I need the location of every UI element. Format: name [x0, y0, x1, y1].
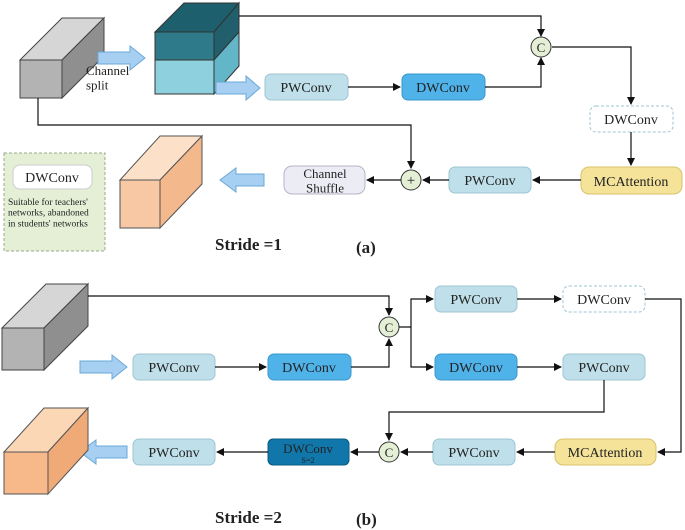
mcattention-b: MCAttention: [554, 438, 657, 466]
connectors-b: [88, 295, 682, 456]
dwconv-top-a: DWConv: [401, 73, 486, 101]
mcattention-a: MCAttention: [580, 166, 683, 195]
pwconv-upper-b: PWConv: [434, 285, 518, 313]
concat-node-1-b: C: [378, 316, 400, 338]
legend-note: DWConv Suitable for teachers'networks, a…: [3, 152, 106, 252]
dwconv-upper-dashed-b: DWConv: [562, 285, 646, 313]
svg-text:DWConv: DWConv: [282, 361, 336, 376]
svg-text:PWConv: PWConv: [148, 446, 199, 461]
stride-label-b: Stride =2: [215, 508, 282, 527]
svg-text:DWConv: DWConv: [449, 361, 503, 376]
output-feature-map-a: [118, 134, 204, 230]
input-feature-map-a: [18, 16, 106, 100]
output-feature-map-b: [2, 406, 90, 496]
output-arrow-b: [79, 439, 128, 465]
pwconv-return-b: PWConv: [432, 438, 516, 466]
svg-text:PWConv: PWConv: [148, 361, 199, 376]
svg-text:DWConv: DWConv: [577, 293, 631, 308]
legend-dwconv: DWConv: [25, 171, 79, 186]
svg-text:S=2: S=2: [302, 456, 315, 465]
panel-label-b: (b): [356, 510, 377, 529]
svg-text:+: +: [407, 173, 415, 189]
svg-text:DWConv: DWConv: [283, 441, 333, 456]
svg-text:C: C: [537, 40, 546, 55]
dwconv-lower-b: DWConv: [434, 353, 518, 381]
concat-node-a: C: [530, 36, 552, 58]
panel-label-a: (a): [356, 238, 376, 257]
svg-text:C: C: [385, 445, 394, 460]
input-arrow-b: [79, 353, 128, 381]
pwconv-return-a: PWConv: [448, 166, 532, 194]
svg-text:MCAttention: MCAttention: [594, 175, 669, 190]
svg-text:DWConv: DWConv: [416, 81, 470, 96]
channel-split-arrow: [97, 44, 146, 72]
panel-b: PWConv DWConv C PWConv DWConv DWConv PWC…: [0, 282, 682, 529]
dwconv-dashed-a: DWConv: [589, 105, 674, 133]
svg-text:DWConv: DWConv: [604, 113, 658, 128]
svg-text:PWConv: PWConv: [448, 446, 499, 461]
input-feature-map-b: [0, 282, 90, 372]
svg-text:C: C: [385, 320, 394, 335]
split-feature-map: [153, 1, 241, 96]
svg-text:PWConv: PWConv: [578, 361, 629, 376]
dwconv-s2-b: DWConv S=2: [267, 438, 350, 466]
input-arrow-a: [215, 74, 261, 102]
connectors-a: [37, 15, 635, 184]
output-arrow-a: [219, 167, 265, 193]
legend-note-text: Suitable for teachers'networks, abandone…: [8, 197, 89, 229]
pwconv-1-b: PWConv: [132, 353, 216, 381]
add-node-a: +: [400, 169, 422, 191]
svg-text:PWConv: PWConv: [464, 174, 515, 189]
svg-text:PWConv: PWConv: [280, 81, 331, 96]
pwconv-top-a: PWConv: [264, 73, 349, 101]
svg-text:MCAttention: MCAttention: [568, 446, 643, 461]
dwconv-1-b: DWConv: [267, 353, 352, 381]
pwconv-lower-b: PWConv: [562, 353, 646, 381]
concat-node-2-b: C: [378, 441, 400, 463]
svg-text:PWConv: PWConv: [450, 293, 501, 308]
pwconv-out-b: PWConv: [132, 438, 216, 466]
stride-label-a: Stride =1: [215, 235, 282, 254]
